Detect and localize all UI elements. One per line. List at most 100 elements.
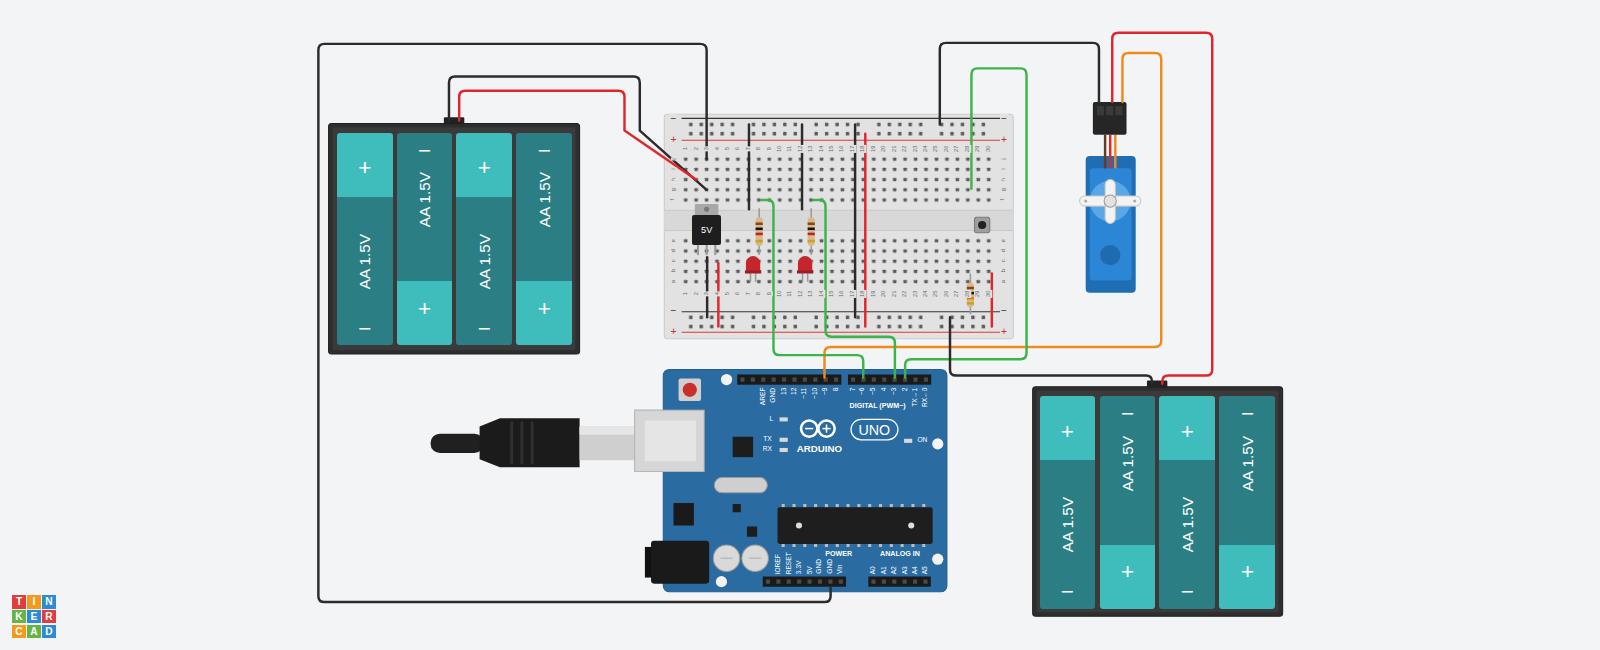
column-number: 6	[735, 146, 741, 151]
voltage-regulator: 5V	[692, 215, 722, 245]
row-letter: e	[1000, 238, 1006, 243]
column-number: 13	[808, 145, 814, 153]
battery-holder	[1033, 381, 1283, 617]
board-label: 12	[791, 387, 798, 394]
battery-holder	[329, 117, 580, 354]
board-label: RX←0	[922, 388, 929, 408]
board-label: 2	[902, 388, 909, 392]
row-letter: f	[1000, 198, 1006, 202]
board-label: 3.3V	[796, 560, 803, 574]
board-label: A4	[912, 566, 919, 574]
row-letter: i	[1000, 168, 1006, 171]
row-letter: a	[1000, 279, 1006, 284]
row-letter: j	[671, 157, 677, 160]
cell-label: AA 1.5V	[1060, 497, 1075, 552]
board-label: 7	[850, 388, 857, 392]
polarity-mark: −	[358, 318, 371, 340]
polarity-mark: −	[418, 140, 431, 162]
arduino-board: AREFGND1312~11~10~987~6~54~32TX→1RX←0DIG…	[663, 369, 947, 591]
column-number: 30	[986, 290, 992, 298]
column-number: 24	[923, 290, 929, 298]
board-label: TX→1	[912, 388, 919, 407]
polarity-mark: +	[358, 157, 371, 179]
board-label: AREF	[760, 388, 767, 406]
logo-letter: T	[12, 595, 26, 609]
board-label: ARDUINO	[797, 444, 842, 454]
logo-letter: A	[27, 625, 41, 639]
rail-polarity-mark: −	[669, 114, 677, 124]
column-number: 2	[693, 146, 699, 151]
polarity-mark: +	[478, 157, 491, 179]
polarity-mark: +	[1061, 421, 1074, 443]
column-number: 27	[955, 145, 961, 153]
led-symbol	[797, 256, 813, 282]
battery-cell: +AA 1.5V−	[456, 133, 512, 345]
column-number: 1	[683, 146, 689, 151]
logo-letter: K	[12, 610, 26, 624]
row-letter: j	[1000, 157, 1006, 160]
column-number: 15	[829, 290, 835, 298]
column-number: 21	[892, 145, 898, 153]
polarity-mark: −	[538, 140, 551, 162]
column-number: 27	[955, 290, 961, 298]
logo-letter: I	[27, 595, 41, 609]
column-number: 10	[777, 145, 783, 153]
rail-polarity-mark: −	[1000, 114, 1008, 124]
row-letter: c	[671, 259, 677, 264]
board-label: A3	[901, 566, 908, 574]
rail-polarity-mark: −	[669, 306, 677, 316]
column-number: 16	[840, 290, 846, 298]
board-label: GND	[827, 559, 834, 574]
cell-label: AA 1.5V	[417, 173, 432, 228]
board-label: A5	[922, 566, 929, 574]
column-number: 20	[882, 145, 888, 153]
polarity-mark: −	[478, 318, 491, 340]
rail-polarity-mark: −	[1000, 306, 1008, 316]
board-label: ~3	[891, 388, 898, 396]
column-number: 11	[787, 145, 793, 153]
logo-letter: N	[42, 595, 56, 609]
row-letter: d	[1000, 248, 1006, 253]
column-number: 17	[850, 145, 856, 153]
logo-letter: R	[42, 610, 56, 624]
column-number: 5	[725, 291, 731, 296]
column-number: 22	[902, 145, 908, 153]
column-number: 10	[777, 290, 783, 298]
regulator-label: 5V	[701, 226, 712, 235]
board-label: 13	[781, 387, 788, 394]
board-label: GND	[817, 559, 824, 574]
column-number: 28	[965, 145, 971, 153]
row-letter: a	[671, 279, 677, 284]
cell-label: AA 1.5V	[537, 173, 552, 228]
board-label: POWER	[825, 551, 852, 558]
battery-cell: − AA 1.5V +	[516, 133, 572, 345]
column-number: 12	[798, 290, 804, 298]
column-number: 23	[913, 145, 919, 153]
board-label: ~11	[801, 388, 808, 399]
column-number: 11	[787, 290, 793, 298]
board-label: 8	[833, 388, 840, 392]
board-label: 5V	[806, 566, 813, 574]
row-letter: d	[671, 248, 677, 253]
board-label: ~10	[812, 387, 819, 398]
polarity-mark: +	[538, 298, 551, 320]
column-number: 26	[944, 290, 950, 298]
board-label: Vin	[838, 565, 845, 574]
polarity-mark: −	[1121, 403, 1134, 425]
row-letter: h	[1000, 177, 1006, 182]
polarity-mark: +	[1121, 561, 1134, 583]
column-number: 23	[913, 290, 919, 298]
board-label: RX	[763, 446, 772, 453]
column-number: 26	[944, 145, 950, 153]
column-number: 5	[725, 146, 731, 151]
board-label: 4	[881, 388, 888, 392]
column-number: 17	[850, 290, 856, 298]
row-letter: c	[1000, 259, 1006, 264]
board-label: ANALOG IN	[880, 551, 920, 558]
column-number: 20	[882, 290, 888, 298]
rail-polarity-mark: +	[669, 327, 677, 337]
column-number: 3	[704, 291, 710, 296]
column-number: 19	[871, 145, 877, 153]
board-label: L	[769, 416, 773, 423]
